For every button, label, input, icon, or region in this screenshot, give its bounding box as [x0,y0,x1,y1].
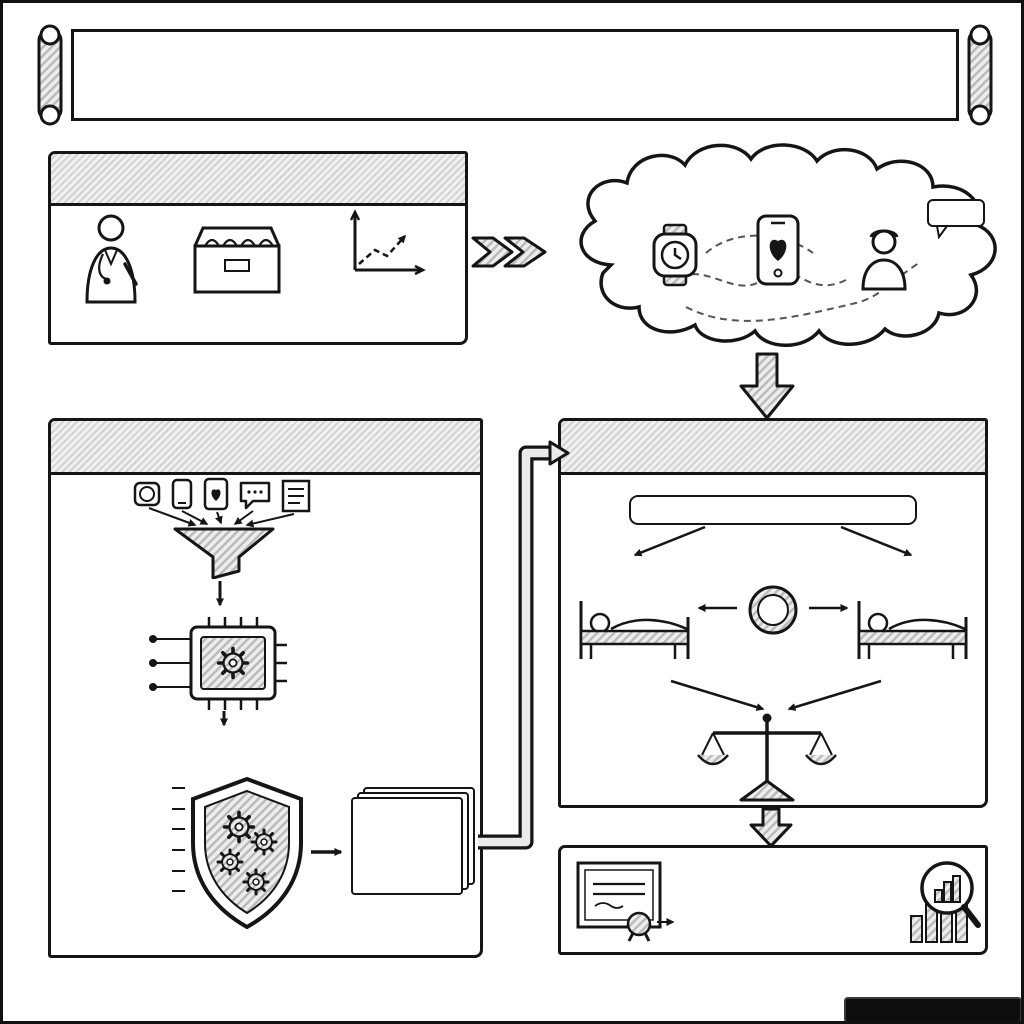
current-system-body [51,206,465,342]
patient-person-icon [861,229,907,291]
criterion-specificity [53,822,185,836]
banner-scroll-left-curl [37,24,63,126]
smartwatch-icon [652,223,698,287]
stage2-body [561,475,985,805]
criterion-biological-gradient [53,864,185,878]
banner-scroll-right-curl [967,24,993,126]
current-system-panel [48,151,468,345]
stage2-to-validated-arrow-icon [749,807,793,848]
missing-denominator-chart-icon [349,209,426,276]
stage1-panel [48,418,483,958]
arrow-down-icon [216,581,224,607]
criterion-coherence [53,884,185,898]
confirmed-causation-block [833,701,985,703]
adverse-events-folder-icon [193,226,281,294]
card-front [351,797,463,895]
stage1-to-stage2-connector [478,440,570,850]
heart-app-mini-icon [203,477,229,511]
branch-arrows [633,525,913,557]
watch-mini-icon [133,481,161,507]
funnel-shape [173,527,275,579]
randomization-arrows [697,604,849,612]
stage2-header [561,421,985,475]
high-priority-signal-pill [629,495,917,525]
arrow-right-icon [311,848,343,856]
pro-bubble-tail [935,226,949,239]
doctor-icon [85,214,138,304]
optimization-chip-icon [149,617,287,710]
health-app-phone-icon [756,214,800,286]
rwd-sources-funnel-icon [133,477,311,579]
experimental-bed-icon [579,601,690,659]
phone-mini-icon [171,478,193,510]
criterion-consistency [53,802,185,816]
title-banner [71,29,959,121]
balance-scale-icon [697,713,837,802]
current-system-header [51,154,465,206]
bradford-hill-shield-icon [191,776,303,930]
arrow-down-icon [220,711,228,727]
checklist-mini-icon [281,479,311,513]
chat-mini-icon [239,481,271,510]
evidence-magnifier-icon [910,861,981,943]
watermark-badge [844,997,1021,1021]
bradford-hill-criteria-list [53,781,185,905]
flow-arrow-right-icon [471,236,547,268]
criterion-temporality [53,843,185,857]
randomization-coin-icon [748,585,798,635]
cloud-to-stage2-arrow-icon [739,352,795,420]
converge-arrows [670,679,882,711]
ranked-hypotheses-cards [351,787,478,897]
pro-speech-bubble [927,199,985,227]
untapped-rwd-cloud [551,135,1017,357]
validated-outcomes-panel [558,845,988,955]
criterion-strength [53,781,185,795]
stage1-body [51,475,480,955]
control-bed-icon [857,601,968,659]
leader-arrow-icon [657,918,675,926]
stage1-header [51,421,480,475]
stage2-panel [558,418,988,808]
certificate-icon [576,861,662,942]
